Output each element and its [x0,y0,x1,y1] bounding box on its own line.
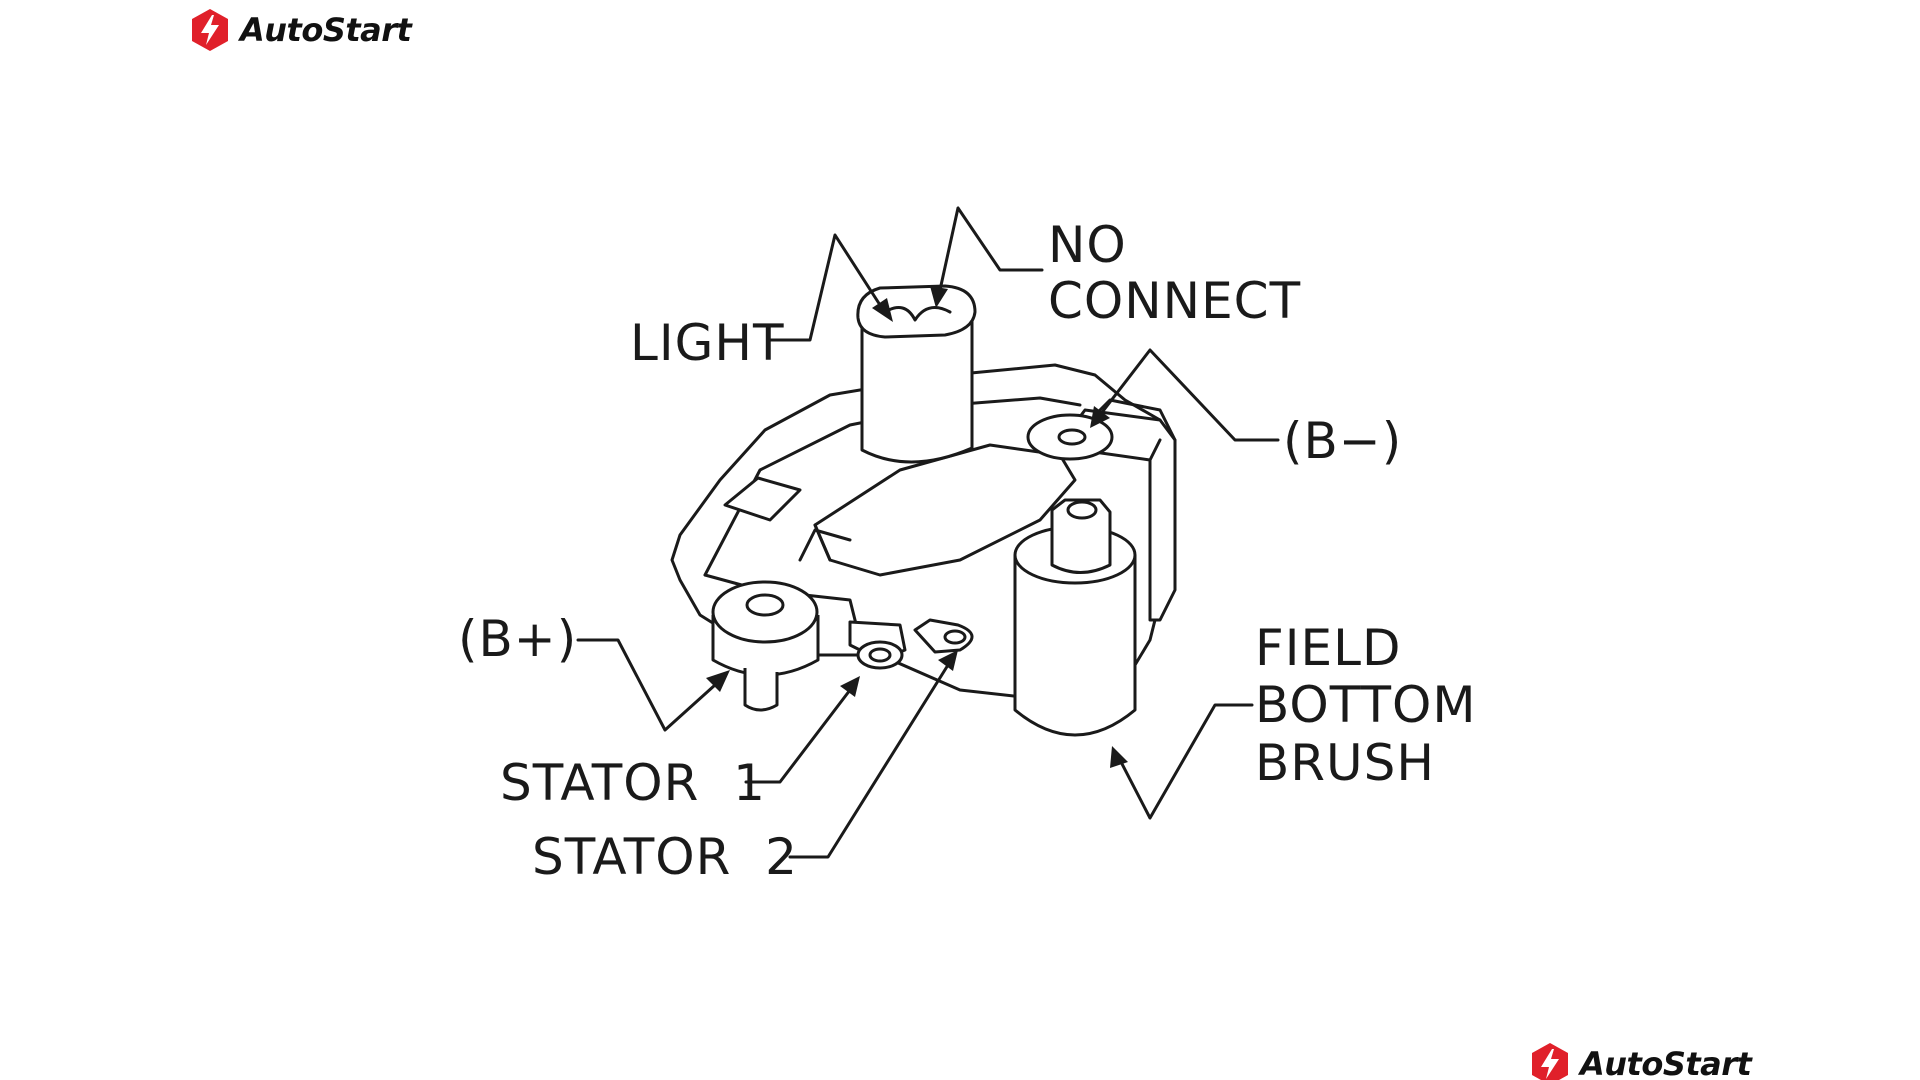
label-b-minus: (B−) [1283,412,1402,470]
field-brush-cylinder [1013,498,1137,737]
brand-name: AutoStart [1580,1045,1752,1080]
stator-tabs [848,618,974,670]
label-no-connect-line1: NO [1048,216,1127,274]
label-light: LIGHT [630,314,785,372]
b-plus-terminal [711,580,820,712]
brand-logo-top[interactable]: AutoStart [188,8,412,52]
label-b-plus: (B+) [458,610,577,668]
brand-name: AutoStart [240,11,412,49]
label-stator-1: STATOR 1 [500,754,766,812]
diagram-labels: LIGHT NO CONNECT (B−) (B+) FIELD BOTTOM … [458,216,1476,886]
autostart-logo-icon [192,9,228,51]
label-field-line3: BRUSH [1255,734,1435,792]
connector-plug [856,284,977,464]
label-no-connect-line2: CONNECT [1048,272,1301,330]
leader-lines [576,206,1280,859]
label-stator-2: STATOR 2 [532,828,798,886]
label-field-line1: FIELD [1255,619,1401,677]
autostart-logo-icon [1532,1043,1568,1080]
label-field-line2: BOTTOM [1255,676,1476,734]
brand-logo-bottom[interactable]: AutoStart [1528,1042,1752,1080]
